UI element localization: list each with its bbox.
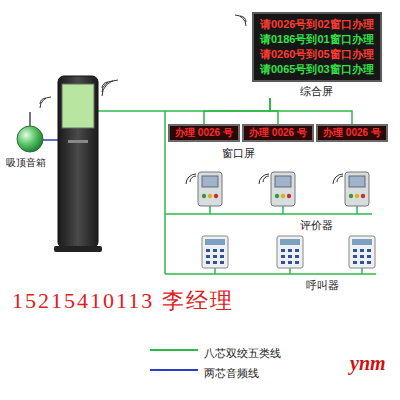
wire-connector [204, 98, 270, 124]
part-label: 呼叫器 [306, 278, 339, 293]
watermark: ynm [350, 352, 386, 375]
audio-wire [42, 139, 58, 141]
stub-wire [289, 268, 291, 274]
led-panel: 请0026号到02窗口办理请0186号到01窗口办理请0260号到05窗口办理请… [252, 12, 382, 82]
keypad [353, 249, 371, 264]
window-screen: 办理 0026 号 [316, 124, 388, 142]
legend-line-sample [150, 369, 198, 371]
legend-entry: 八芯双绞五类线 [204, 343, 281, 361]
evaluator-screen [202, 176, 218, 187]
caller [277, 236, 303, 274]
stub-wire [282, 206, 284, 214]
part-label: 窗口屏 [222, 146, 255, 161]
legend-text: 八芯双绞五类线 [204, 347, 281, 359]
caller [202, 236, 228, 274]
button [202, 194, 206, 198]
evaluator-screen [275, 176, 291, 187]
legend-line-sample [150, 349, 198, 351]
legend-text: 两芯音频线 [204, 367, 259, 379]
wire-connector [270, 98, 352, 124]
window-text: 办理 0026 号 [323, 127, 381, 139]
speaker-stem [29, 112, 31, 126]
button [214, 194, 218, 198]
bus-wire [165, 213, 372, 215]
wireless-icon [333, 174, 343, 184]
window-text: 办理 0026 号 [249, 127, 307, 139]
wireless-icon [259, 174, 269, 184]
bus-wire [165, 273, 376, 275]
keypad [281, 249, 299, 264]
led-line: 请0186号到01窗口办理 [260, 32, 374, 47]
window-screen: 办理 0026 号 [242, 124, 314, 142]
ceiling-speaker [17, 126, 43, 152]
evaluator-body [198, 172, 222, 206]
stub-wire [361, 268, 363, 274]
evaluator-body [271, 172, 295, 206]
stub-wire [356, 206, 358, 214]
evaluator-body [345, 172, 369, 206]
caller [349, 236, 375, 274]
button [361, 194, 365, 198]
led-line: 请0260号到05窗口办理 [260, 47, 374, 62]
led-line: 请0065号到03窗口办理 [260, 62, 374, 77]
part-label: 吸顶音箱 [6, 156, 46, 170]
caller-display [205, 239, 225, 245]
legend-entry: 两芯音频线 [204, 363, 259, 381]
caller-display [280, 239, 300, 245]
button [287, 194, 291, 198]
composite-screen: 请0026号到02窗口办理请0186号到01窗口办理请0260号到05窗口办理请… [252, 12, 382, 98]
caller-display [352, 239, 372, 245]
part-label: 评价器 [300, 218, 333, 233]
button [281, 194, 285, 198]
kiosk-base [54, 246, 102, 252]
evaluator [259, 172, 295, 214]
caller-body [277, 236, 303, 268]
kiosk [58, 76, 98, 248]
window-screen: 办理 0026 号 [168, 124, 240, 142]
wireless-icon [186, 174, 196, 184]
evaluator [186, 172, 222, 214]
wireless-icon [40, 97, 51, 108]
wireless-icon [102, 80, 118, 96]
button [208, 194, 212, 198]
keypad [206, 249, 224, 264]
screen-caption: 综合屏 [252, 84, 382, 98]
evaluator-screen [349, 176, 365, 187]
kiosk-screen [62, 84, 94, 128]
caller-body [202, 236, 228, 268]
button [355, 194, 359, 198]
evaluator [333, 172, 369, 214]
caller-body [349, 236, 375, 268]
button [349, 194, 353, 198]
contact-text: 15215410113 李经理 [12, 286, 234, 316]
stub-wire [214, 268, 216, 274]
window-text: 办理 0026 号 [175, 127, 233, 139]
wireless-icon [235, 15, 246, 26]
bus-wire [164, 111, 166, 274]
ticket-slot [68, 140, 88, 143]
led-line: 请0026号到02窗口办理 [260, 17, 374, 32]
button [275, 194, 279, 198]
stub-wire [209, 206, 211, 214]
